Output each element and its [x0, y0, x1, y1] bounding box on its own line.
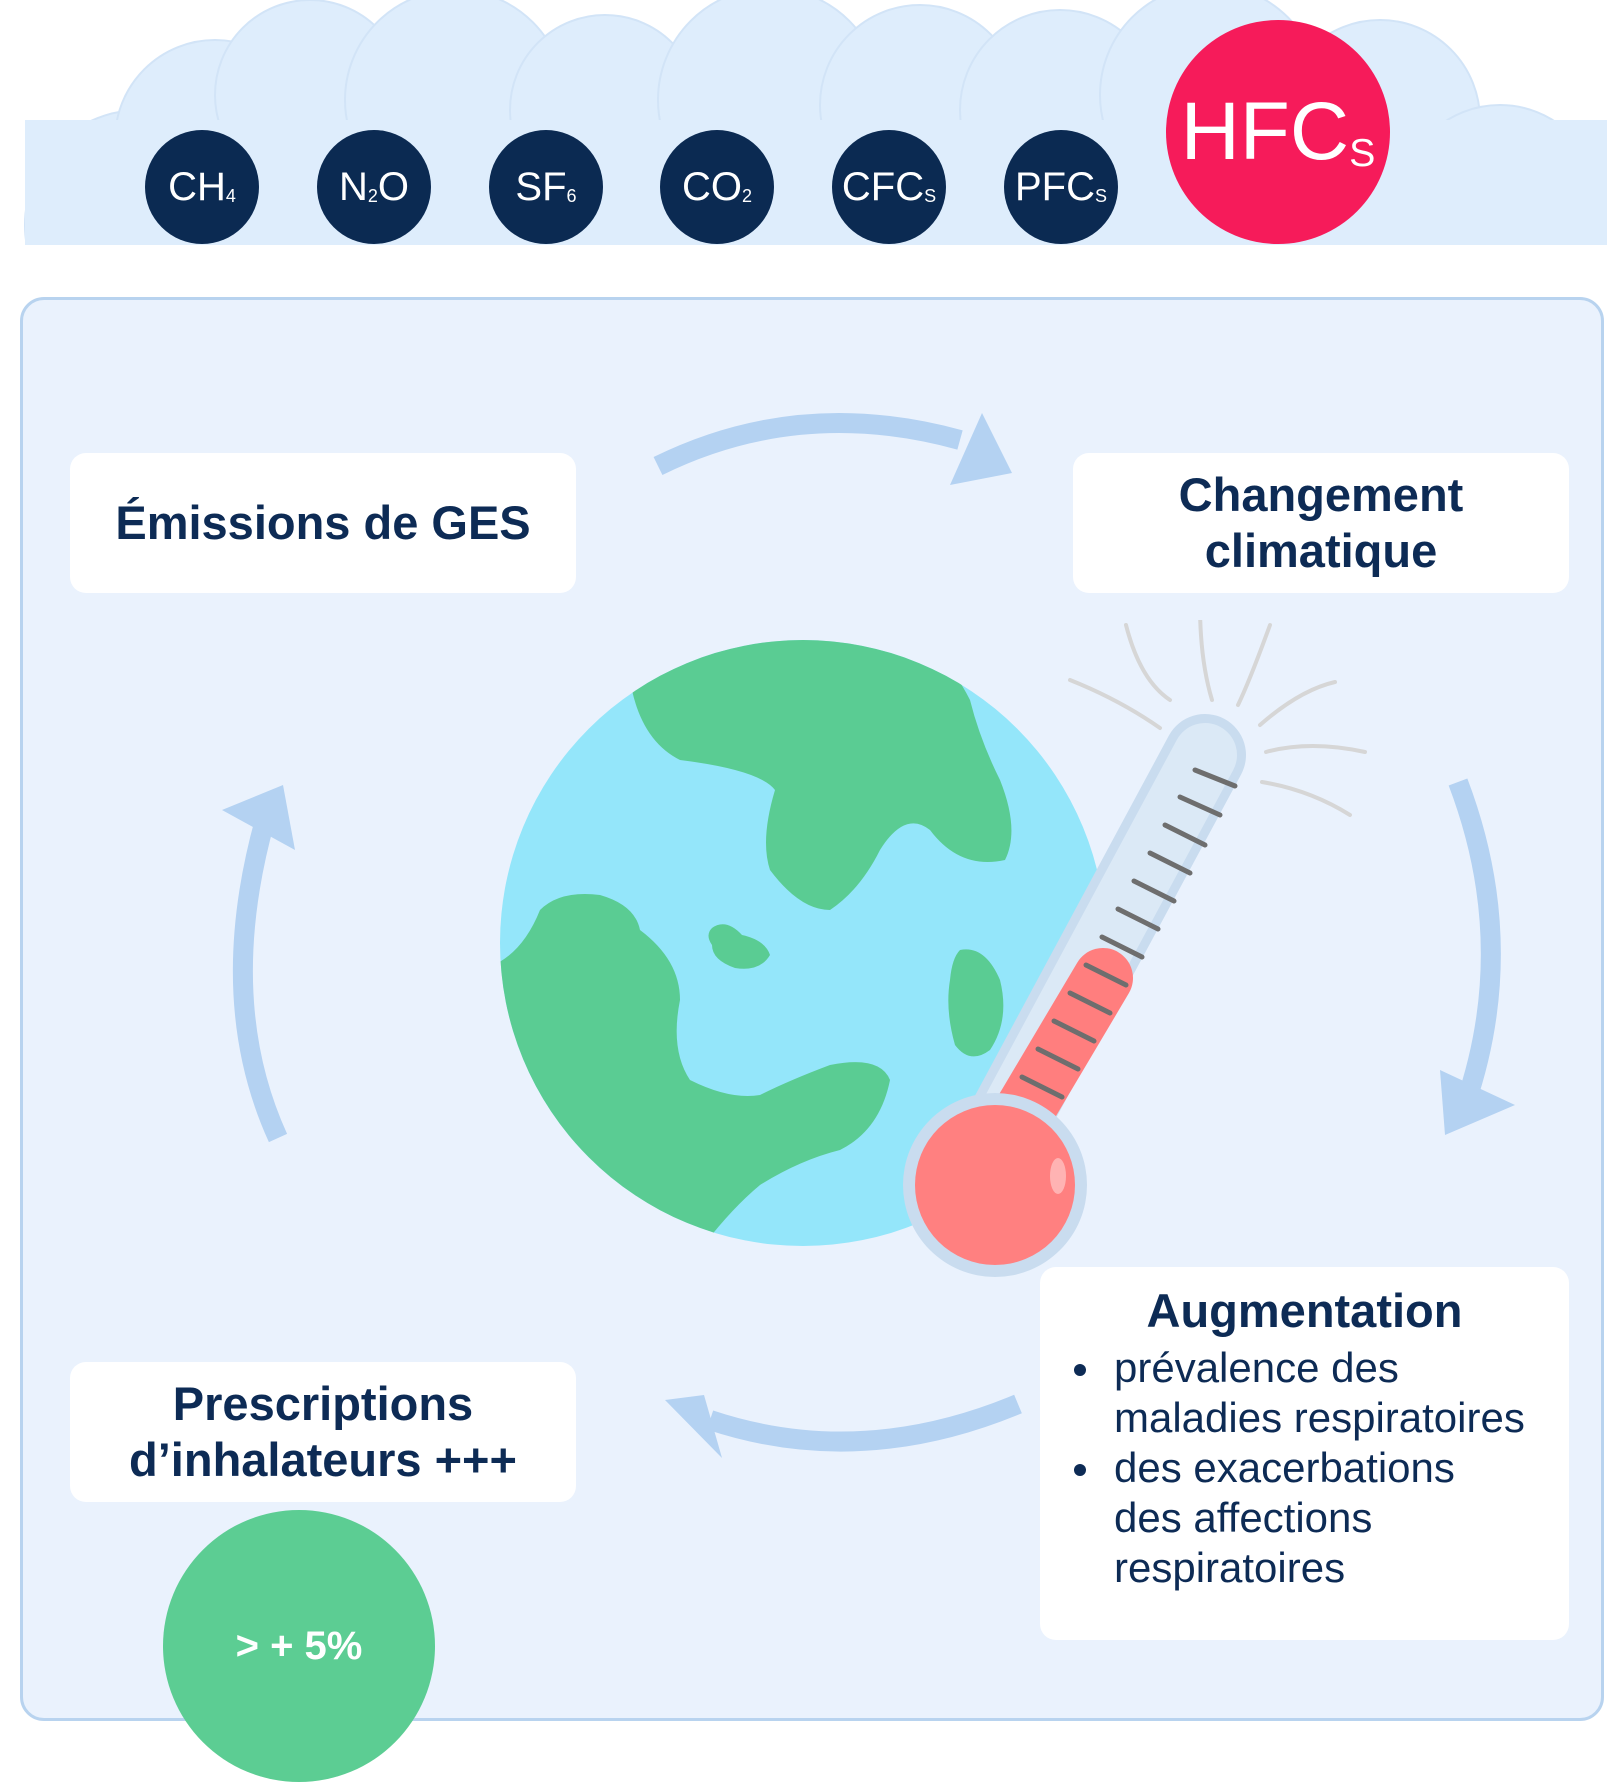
gas-formula: SF: [515, 164, 567, 209]
climate-change-card: Changement climatique: [1073, 453, 1569, 593]
climate-label-line2: climatique: [1204, 524, 1438, 577]
bullet-line: prévalence des: [1114, 1344, 1399, 1391]
augmentation-item-prevalence: prévalence des maladies respiratoires: [1070, 1343, 1525, 1443]
gas-subscript: S: [924, 186, 937, 207]
augmentation-item-exacerbations: des exacerbations des affections respira…: [1070, 1443, 1525, 1593]
gas-subscript: S: [1094, 186, 1107, 207]
augmentation-card: Augmentation prévalence des maladies res…: [1040, 1267, 1569, 1640]
emissions-label: Émissions de GES: [115, 496, 531, 549]
gas-formula: N: [338, 164, 368, 209]
arrowhead-up: [222, 785, 295, 850]
climate-label-line1: Changement: [1178, 468, 1464, 521]
gas-formula: CFC: [841, 164, 925, 209]
arrow-top-right: [653, 413, 963, 475]
gas-formula-suffix: O: [377, 164, 410, 209]
arrowhead-left: [665, 1395, 722, 1458]
increase-stat-badge: > + 5%: [163, 1510, 435, 1782]
bullet-line: des affections: [1114, 1494, 1373, 1541]
augmentation-list: prévalence des maladies respiratoires de…: [1070, 1343, 1525, 1593]
augmentation-title: Augmentation: [1146, 1284, 1463, 1337]
gas-subscript: S: [1349, 131, 1376, 176]
bullet-line: des exacerbations: [1114, 1444, 1455, 1491]
gas-formula: HFC: [1180, 86, 1350, 177]
arrow-left-up: [232, 817, 288, 1143]
prescriptions-label-line1: Prescriptions: [172, 1377, 474, 1430]
arrowhead-down: [1440, 1070, 1515, 1135]
bullet-line: maladies respiratoires: [1114, 1394, 1525, 1441]
gas-formula: PFC: [1014, 164, 1095, 209]
increase-stat-value: > + 5%: [235, 1623, 363, 1668]
gas-formula: CH: [168, 164, 226, 209]
gas-formula: CO: [681, 164, 742, 209]
prescriptions-label-line2: d’inhalateurs +++: [129, 1433, 517, 1486]
gas-subscript: 4: [225, 186, 236, 207]
arrow-right-down: [1448, 778, 1501, 1109]
bullet-line: respiratoires: [1114, 1544, 1346, 1591]
prescriptions-card: Prescriptions d’inhalateurs +++: [70, 1362, 576, 1502]
gas-subscript: 2: [367, 186, 378, 207]
arrow-bottom-left: [706, 1394, 1022, 1452]
arrowhead-right: [950, 413, 1012, 485]
globe-thermometer-illustration: [500, 620, 1367, 1277]
gas-subscript: 2: [741, 186, 752, 207]
gas-subscript: 6: [566, 186, 577, 207]
thermometer: [903, 714, 1246, 1277]
emissions-card: Émissions de GES: [70, 453, 576, 593]
heat-wave-lines: [1068, 620, 1367, 817]
